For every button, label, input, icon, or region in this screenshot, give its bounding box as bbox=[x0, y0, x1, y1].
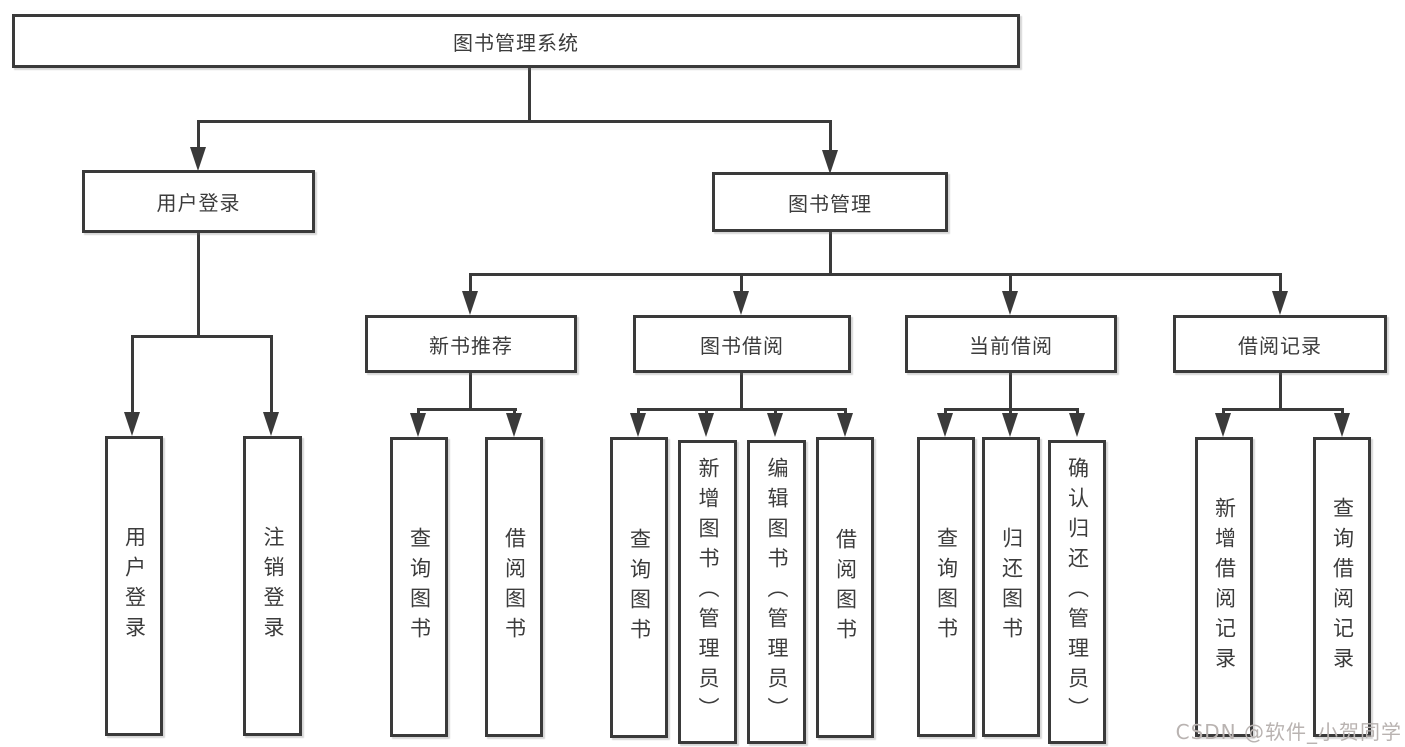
arrow-down-icon bbox=[1215, 413, 1231, 437]
connector-line bbox=[469, 273, 1282, 276]
connector-line bbox=[417, 408, 420, 416]
arrow-down-icon bbox=[263, 412, 279, 436]
connector-line bbox=[1341, 408, 1344, 416]
connector-line bbox=[774, 408, 777, 416]
node-library-management-system: 图书管理系统 bbox=[12, 14, 1020, 68]
connector-line bbox=[1076, 408, 1079, 416]
arrow-down-icon bbox=[630, 413, 646, 437]
leaf-query-books-recommend: 查询图书 bbox=[390, 437, 448, 737]
connector-line bbox=[528, 67, 531, 123]
node-book-management: 图书管理 bbox=[712, 172, 948, 232]
connector-line bbox=[637, 408, 847, 411]
connector-line bbox=[829, 120, 832, 151]
arrow-down-icon bbox=[1334, 413, 1350, 437]
arrow-down-icon bbox=[1272, 291, 1288, 315]
leaf-add-book-admin: 新增图书（管理员） bbox=[678, 440, 737, 744]
arrow-down-icon bbox=[698, 413, 714, 437]
arrow-down-icon bbox=[1069, 413, 1085, 437]
leaf-add-borrow-record: 新增借阅记录 bbox=[1195, 437, 1253, 737]
connector-line bbox=[270, 335, 273, 413]
connector-line bbox=[469, 273, 472, 293]
connector-line bbox=[1279, 273, 1282, 293]
connector-line bbox=[197, 120, 200, 148]
arrow-down-icon bbox=[937, 413, 953, 437]
connector-line bbox=[1279, 372, 1282, 411]
leaf-borrow-books-recommend: 借阅图书 bbox=[485, 437, 543, 737]
node-current-borrowing: 当前借阅 bbox=[905, 315, 1117, 373]
connector-line bbox=[469, 372, 472, 411]
connector-line bbox=[197, 232, 200, 338]
connector-line bbox=[637, 408, 640, 416]
arrow-down-icon bbox=[822, 150, 838, 174]
leaf-confirm-return-admin: 确认归还（管理员） bbox=[1048, 440, 1106, 744]
arrow-down-icon bbox=[410, 413, 426, 437]
connector-line bbox=[1009, 273, 1012, 293]
node-user-login: 用户登录 bbox=[82, 170, 315, 233]
connector-line bbox=[740, 273, 743, 293]
leaf-query-borrow-record: 查询借阅记录 bbox=[1313, 437, 1371, 737]
connector-line bbox=[513, 408, 516, 416]
connector-line bbox=[1009, 408, 1012, 416]
arrow-down-icon bbox=[190, 147, 206, 171]
node-borrowing-records: 借阅记录 bbox=[1173, 315, 1387, 373]
leaf-return-books: 归还图书 bbox=[982, 437, 1040, 737]
csdn-watermark: CSDN @软件_小贺同学 bbox=[1175, 720, 1402, 744]
connector-line bbox=[829, 231, 832, 276]
node-new-book-recommendation: 新书推荐 bbox=[365, 315, 577, 373]
leaf-query-books-current: 查询图书 bbox=[917, 437, 975, 737]
connector-line bbox=[844, 408, 847, 416]
arrow-down-icon bbox=[506, 413, 522, 437]
connector-line bbox=[740, 372, 743, 411]
connector-line bbox=[1222, 408, 1225, 416]
leaf-query-books-borrowing: 查询图书 bbox=[610, 437, 668, 738]
arrow-down-icon bbox=[462, 291, 478, 315]
connector-line bbox=[705, 408, 708, 416]
connector-line bbox=[944, 408, 947, 416]
arrow-down-icon bbox=[1002, 413, 1018, 437]
connector-line bbox=[131, 335, 134, 413]
leaf-borrow-books-borrowing: 借阅图书 bbox=[816, 437, 874, 738]
arrow-down-icon bbox=[767, 413, 783, 437]
connector-line bbox=[197, 120, 832, 123]
arrow-down-icon bbox=[733, 291, 749, 315]
connector-line bbox=[417, 408, 517, 411]
leaf-logout: 注销登录 bbox=[243, 436, 302, 736]
connector-line bbox=[1222, 408, 1344, 411]
arrow-down-icon bbox=[124, 412, 140, 436]
connector-line bbox=[1009, 372, 1012, 411]
arrow-down-icon bbox=[1002, 291, 1018, 315]
arrow-down-icon bbox=[837, 413, 853, 437]
leaf-edit-book-admin: 编辑图书（管理员） bbox=[747, 440, 806, 744]
connector-line bbox=[131, 335, 273, 338]
node-book-borrowing: 图书借阅 bbox=[633, 315, 851, 373]
leaf-user-login: 用户登录 bbox=[105, 436, 163, 736]
